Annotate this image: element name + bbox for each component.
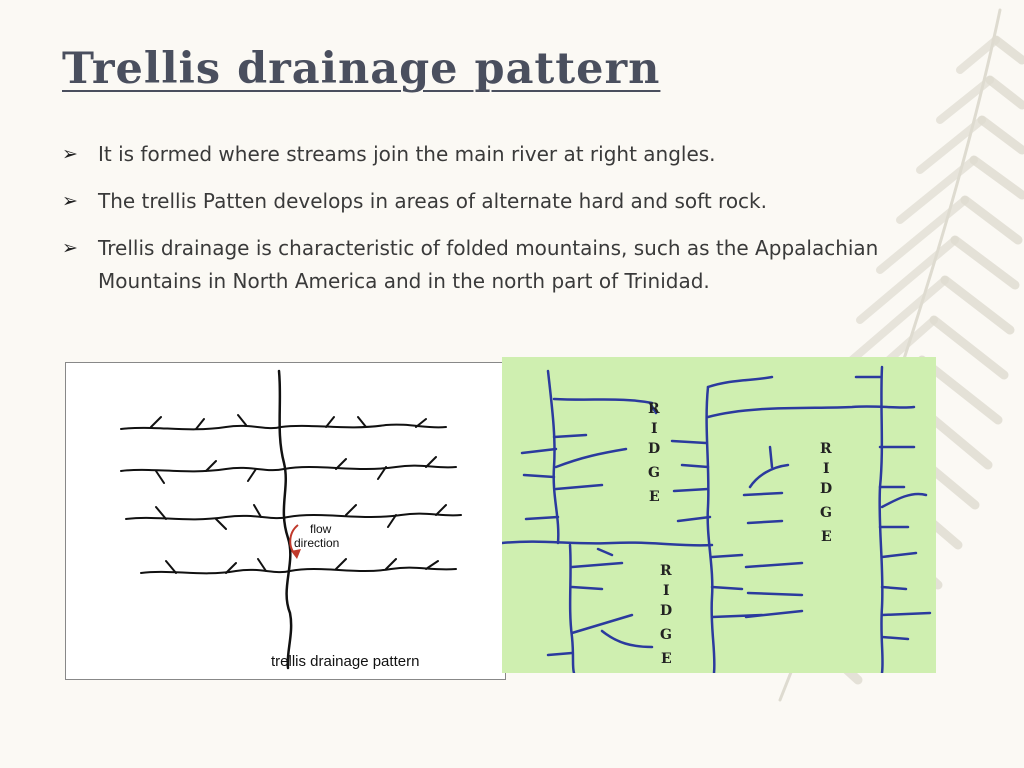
svg-text:D: D	[660, 603, 672, 619]
slide-title: Trellis drainage pattern	[62, 44, 661, 94]
bullet-text: Trellis drainage is characteristic of fo…	[98, 236, 879, 293]
svg-text:E: E	[661, 651, 672, 667]
svg-text:G: G	[660, 627, 672, 643]
svg-text:E: E	[649, 489, 660, 505]
svg-text:D: D	[820, 481, 832, 497]
ridge-label-3: R I D G E	[660, 563, 672, 667]
svg-text:I: I	[663, 583, 670, 599]
svg-text:G: G	[820, 505, 832, 521]
bullet-item: ➢ It is formed where streams join the ma…	[62, 138, 882, 171]
ridge-label-2: R I D G E	[820, 441, 832, 545]
bullet-text: It is formed where streams join the main…	[98, 142, 716, 166]
arrow-bullet-icon: ➢	[62, 237, 78, 259]
stream-network	[120, 369, 462, 670]
bullet-item: ➢ The trellis Patten develops in areas o…	[62, 185, 882, 218]
trellis-map-right: R I D G E R I D G E R I D G E	[502, 357, 936, 673]
blue-stream-network	[502, 365, 932, 673]
arrow-bullet-icon: ➢	[62, 143, 78, 165]
svg-text:R: R	[660, 563, 672, 579]
figure-caption: trellis drainage pattern	[271, 653, 419, 670]
trellis-diagram-left: flow direction trellis drainage pattern	[65, 362, 506, 680]
svg-text:E: E	[821, 529, 832, 545]
arrow-bullet-icon: ➢	[62, 190, 78, 212]
flow-arrowhead-icon	[291, 549, 301, 559]
bullet-list: ➢ It is formed where streams join the ma…	[62, 138, 882, 312]
svg-text:D: D	[648, 441, 660, 457]
ridge-label-1: R I D G E	[648, 401, 660, 505]
svg-text:I: I	[823, 461, 830, 477]
svg-text:I: I	[651, 421, 658, 437]
flow-label: flow	[310, 522, 332, 536]
direction-label: direction	[294, 536, 339, 550]
svg-text:R: R	[820, 441, 832, 457]
svg-text:G: G	[648, 465, 660, 481]
bullet-item: ➢ Trellis drainage is characteristic of …	[62, 232, 882, 298]
bullet-text: The trellis Patten develops in areas of …	[98, 189, 767, 213]
svg-text:R: R	[648, 401, 660, 417]
